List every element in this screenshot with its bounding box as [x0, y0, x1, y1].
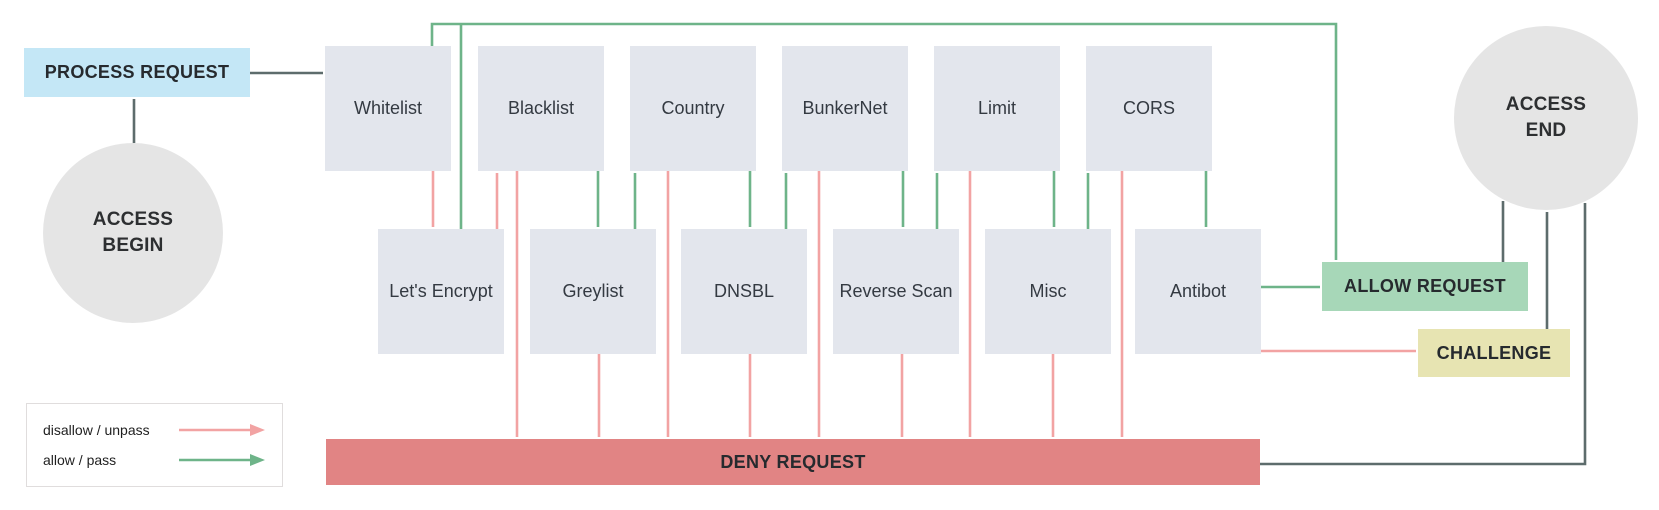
- process-request-node: PROCESS REQUEST: [24, 48, 250, 97]
- module-label: Let's Encrypt: [389, 281, 493, 302]
- module-limit: Limit: [934, 46, 1060, 171]
- allow-request-label: ALLOW REQUEST: [1344, 276, 1506, 296]
- deny-request-node: DENY REQUEST: [326, 439, 1260, 485]
- module-bunkernet: BunkerNet: [782, 46, 908, 171]
- edge-deny-to-end: [1260, 203, 1587, 466]
- module-label: Reverse Scan: [839, 281, 953, 302]
- module-label: BunkerNet: [802, 98, 888, 119]
- access-end-label: ACCESS END: [1505, 94, 1587, 141]
- module-greylist: Greylist: [530, 229, 656, 354]
- legend: disallow / unpass allow / pass: [26, 403, 283, 487]
- disallow-arrow-icon: [179, 424, 265, 436]
- module-label: CORS: [1122, 98, 1175, 119]
- allow-arrow-icon: [179, 454, 265, 466]
- module-label: Limit: [977, 98, 1016, 119]
- module-misc: Misc: [985, 229, 1111, 354]
- challenge-node: CHALLENGE: [1418, 329, 1570, 377]
- module-whitelist: Whitelist: [325, 46, 451, 171]
- access-end-node: ACCESS END: [1454, 26, 1638, 210]
- allow-request-node: ALLOW REQUEST: [1322, 262, 1528, 311]
- module-label: DNSBL: [713, 281, 775, 302]
- module-label: Whitelist: [353, 98, 422, 119]
- module-blacklist: Blacklist: [478, 46, 604, 171]
- module-label: Country: [661, 98, 725, 119]
- deny-request-label: DENY REQUEST: [720, 451, 866, 472]
- module-label: Greylist: [562, 281, 624, 302]
- challenge-label: CHALLENGE: [1436, 342, 1552, 363]
- edge-whitelist-pass: [430, 22, 1338, 260]
- module-cors: CORS: [1086, 46, 1212, 171]
- module-dnsbl: DNSBL: [681, 229, 807, 354]
- module-country: Country: [630, 46, 756, 171]
- legend-allow-label: allow / pass: [43, 452, 117, 468]
- module-antibot: Antibot: [1135, 229, 1261, 354]
- legend-disallow-label: disallow / unpass: [43, 422, 150, 438]
- legend-item-allow: allow / pass: [43, 452, 266, 468]
- process-request-label: PROCESS REQUEST: [44, 62, 230, 82]
- module-label: Misc: [1029, 281, 1067, 302]
- access-begin-label: ACCESS BEGIN: [92, 209, 174, 256]
- module-reverse-scan: Reverse Scan: [833, 229, 959, 354]
- module-lets-encrypt: Let's Encrypt: [378, 229, 504, 354]
- module-label: Antibot: [1169, 281, 1227, 302]
- legend-item-disallow: disallow / unpass: [43, 422, 266, 438]
- module-label: Blacklist: [507, 98, 574, 119]
- access-begin-node: ACCESS BEGIN: [43, 143, 223, 323]
